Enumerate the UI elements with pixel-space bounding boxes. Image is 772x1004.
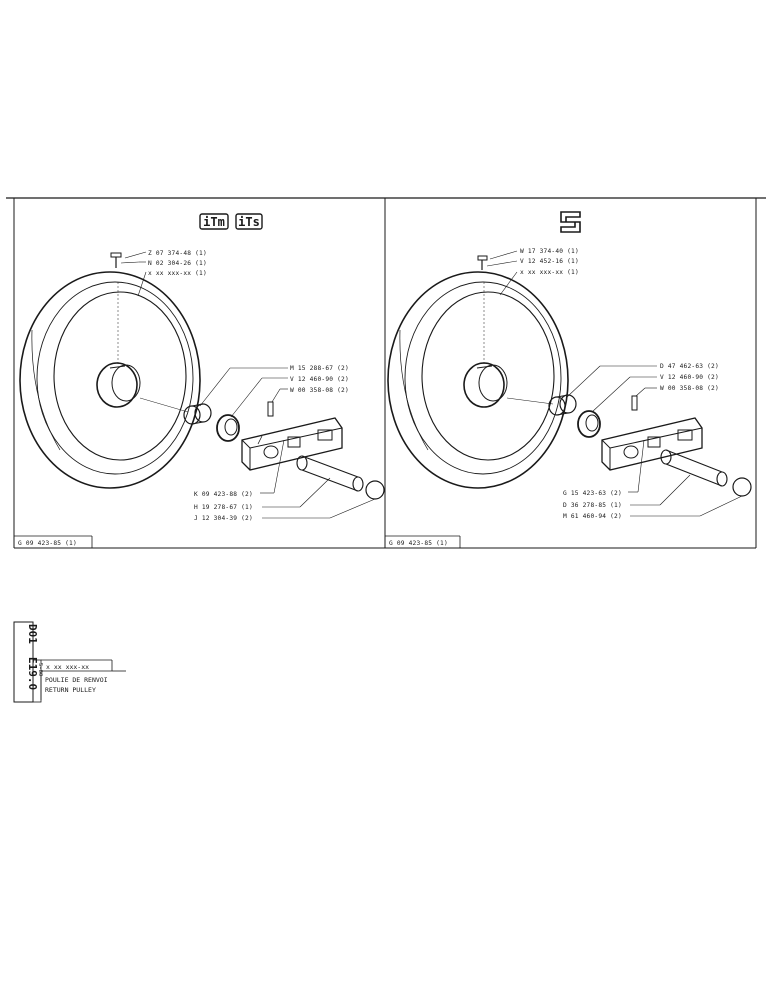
section-code: D01 bbox=[26, 624, 39, 644]
callout-label: V 12 460-90 (2) bbox=[290, 376, 349, 383]
callout-label: D 47 462-63 (2) bbox=[660, 363, 719, 370]
page-number: E19.0 bbox=[26, 657, 39, 690]
callouts-mid-right: D 47 462-63 (2) V 12 460-90 (2) W 00 358… bbox=[660, 363, 719, 392]
bushing-left bbox=[183, 403, 212, 425]
pin-left bbox=[267, 401, 274, 417]
callout-label: D 36 278-85 (1) bbox=[563, 502, 622, 509]
callout-label: J 12 304-39 (2) bbox=[194, 515, 253, 522]
callout-label: H 19 278-67 (1) bbox=[194, 504, 253, 511]
callout-label: x xx xxx-xx (1) bbox=[520, 269, 579, 276]
cap-left bbox=[365, 480, 385, 500]
axle-left bbox=[296, 455, 364, 492]
callouts-top-right: W 17 374-40 (1) V 12 452-16 (1) x xx xxx… bbox=[520, 248, 579, 276]
pulley-wheel-left bbox=[19, 271, 201, 489]
callout-label: Z 07 374-48 (1) bbox=[148, 250, 207, 257]
callout-label: W 00 358-08 (2) bbox=[290, 387, 349, 394]
callouts-top-left: Z 07 374-48 (1) N 02 304-26 (1) x xx xxx… bbox=[148, 250, 207, 277]
pin-right bbox=[631, 395, 638, 411]
badge-its-label: iTs bbox=[238, 215, 260, 229]
title-french: POULIE DE RENVOI bbox=[45, 676, 108, 684]
callout-label: G 15 423-63 (2) bbox=[563, 490, 622, 497]
callout-label: N 02 304-26 (1) bbox=[148, 260, 207, 267]
reference-left: G 09 423-85 (1) bbox=[18, 540, 77, 547]
bushing-right bbox=[548, 394, 577, 416]
title-code: x xx xxx-xx bbox=[46, 663, 89, 671]
centerline-left bbox=[139, 397, 189, 413]
callouts-bottom-right: G 15 423-63 (2) D 36 278-85 (1) M 61 460… bbox=[563, 490, 622, 520]
callout-label: V 12 460-90 (2) bbox=[660, 374, 719, 381]
cap-right bbox=[732, 477, 752, 497]
pulley-wheel-right bbox=[387, 271, 569, 489]
centerline-right bbox=[506, 397, 554, 405]
bracket-left bbox=[241, 417, 343, 471]
callouts-bottom-left: K 09 423-88 (2) H 19 278-67 (1) J 12 304… bbox=[194, 491, 253, 522]
callout-label: K 09 423-88 (2) bbox=[194, 491, 253, 498]
bolt-left bbox=[110, 252, 122, 268]
bolt-right bbox=[477, 255, 488, 270]
callout-label: M 15 288-67 (2) bbox=[290, 365, 349, 372]
callout-label: W 00 358-08 (2) bbox=[660, 385, 719, 392]
axle-right bbox=[660, 449, 728, 487]
callout-label: M 61 460-94 (2) bbox=[563, 513, 622, 520]
callouts-mid-left: M 15 288-67 (2) V 12 460-90 (2) W 00 358… bbox=[290, 365, 349, 394]
callout-label: x xx xxx-xx (1) bbox=[148, 270, 207, 277]
title-block: D01 E19.0 5-80 x xx xxx-xx POULIE DE REN… bbox=[13, 621, 126, 703]
seal-ring-left bbox=[216, 414, 240, 442]
callout-label: V 12 452-16 (1) bbox=[520, 258, 579, 265]
callout-label: W 17 374-40 (1) bbox=[520, 248, 579, 255]
reference-right: G 09 423-85 (1) bbox=[389, 540, 448, 547]
badge-its: iTs bbox=[235, 213, 263, 230]
issue-date: 5-80 bbox=[37, 663, 43, 676]
model-logo-right bbox=[560, 211, 581, 233]
model-badges-left: iTm iTs bbox=[199, 213, 263, 230]
title-english: RETURN PULLEY bbox=[45, 686, 96, 694]
leaders-right bbox=[486, 250, 743, 517]
leaders-left bbox=[120, 251, 376, 519]
diagram-frame bbox=[6, 197, 766, 549]
badge-itm-label: iTm bbox=[203, 215, 225, 229]
seal-ring-right bbox=[577, 410, 601, 438]
badge-itm: iTm bbox=[199, 213, 229, 230]
bracket-right bbox=[601, 417, 703, 471]
